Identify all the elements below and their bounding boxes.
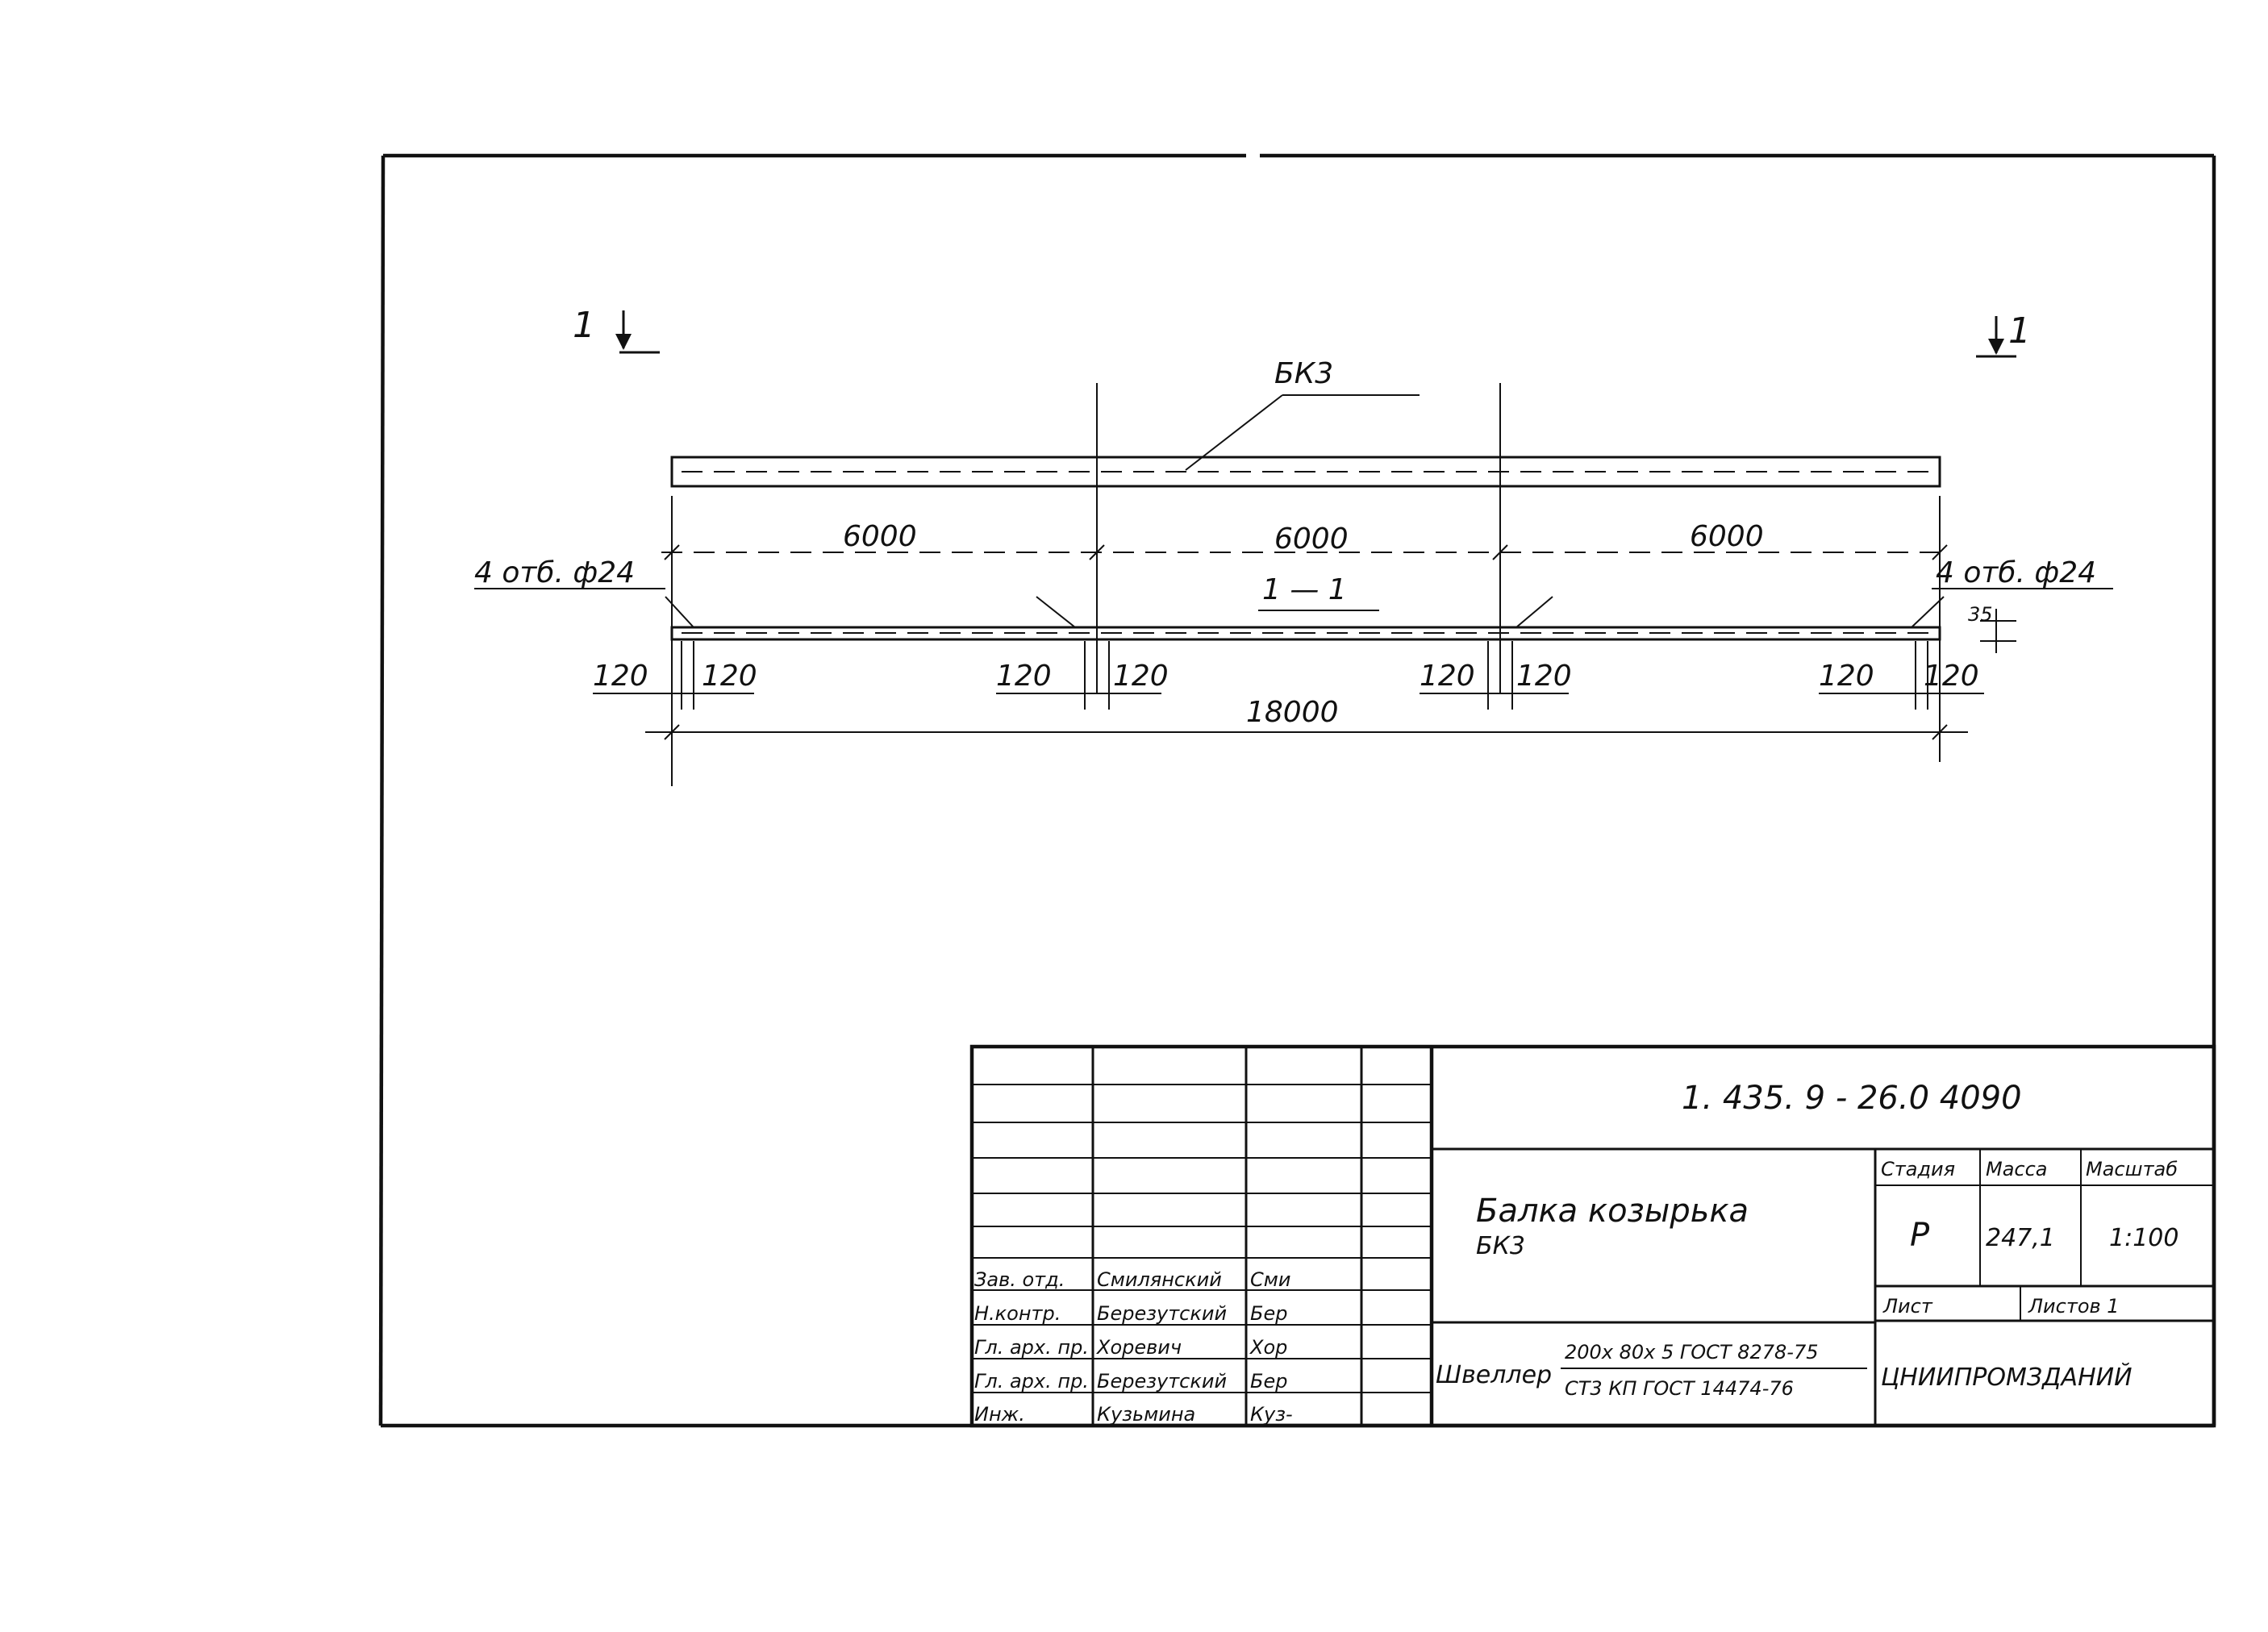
- offset-6: 120: [1516, 660, 1572, 693]
- span-1: 6000: [843, 520, 917, 553]
- header-scale: Масштаб: [2086, 1158, 2178, 1180]
- signature-3: Хор: [1249, 1336, 1287, 1359]
- span-dimensions: 6000 6000 6000: [661, 496, 1952, 786]
- drawing-title-line1: Балка козырька: [1476, 1193, 1749, 1230]
- hole-callouts: 4 отб. ф24 4 отб. ф24: [474, 556, 2113, 589]
- signature-5: Куз-: [1250, 1403, 1293, 1426]
- overall-length: 18000: [1246, 696, 1339, 729]
- sheet-label: Лист: [1882, 1295, 1933, 1318]
- overall-dimension: 18000: [645, 696, 1968, 740]
- role-1: Зав. отд.: [974, 1268, 1065, 1291]
- section-mark-left-label: 1: [573, 305, 595, 346]
- organization: ЦНИИПРОМЗДАНИЙ: [1881, 1363, 2133, 1392]
- name-2: Березутский: [1097, 1302, 1227, 1325]
- signature-2: Бер: [1250, 1302, 1287, 1325]
- header-mass: Масса: [1986, 1158, 2048, 1180]
- offset-1: 120: [593, 660, 648, 693]
- material-line2: СТ3 КП ГОСТ 14474-76: [1565, 1377, 1794, 1400]
- span-3: 6000: [1690, 520, 1764, 553]
- role-3: Гл. арх. пр.: [974, 1336, 1089, 1359]
- sheets-label: Листов 1: [2028, 1295, 2120, 1318]
- signature-4: Бер: [1250, 1370, 1287, 1393]
- offset-dimensions: 120 120 120 120 120 120 120 120: [593, 641, 1984, 710]
- section-1-1: 1 — 1 35: [665, 573, 2016, 653]
- holes-right: 4 отб. ф24: [1936, 556, 2096, 589]
- section-title: 1 — 1: [1262, 573, 1347, 606]
- header-stage: Стадия: [1881, 1158, 1955, 1180]
- role-4: Гл. арх. пр.: [974, 1370, 1089, 1393]
- offset-4: 120: [1113, 660, 1169, 693]
- beam-plan: БК3: [670, 357, 1941, 693]
- mass-value: 247,1: [1986, 1224, 2055, 1252]
- drawing-title-line2: БК3: [1476, 1232, 1525, 1260]
- section-mark-left: 1: [573, 305, 660, 354]
- offset-7: 120: [1819, 660, 1874, 693]
- name-4: Березутский: [1097, 1370, 1227, 1393]
- depth-dim: 35: [1968, 603, 1993, 626]
- span-2: 6000: [1274, 522, 1349, 556]
- name-3: Хоревич: [1095, 1336, 1182, 1359]
- name-1: Смилянский: [1097, 1268, 1222, 1291]
- material-label: Швеллер: [1436, 1361, 1552, 1389]
- holes-left: 4 отб. ф24: [474, 556, 635, 589]
- material-line1: 200х 80х 5 ГОСТ 8278-75: [1565, 1341, 1819, 1363]
- offset-5: 120: [1420, 660, 1475, 693]
- beam-label: БК3: [1274, 357, 1333, 390]
- section-mark-right-label: 1: [2008, 310, 2031, 352]
- scale-value: 1:100: [2109, 1224, 2178, 1252]
- stage-value: Р: [1910, 1217, 1930, 1254]
- section-mark-right: 1: [1976, 310, 2031, 358]
- title-block: 1. 435. 9 - 26.0 4090 Балка козырька БК3…: [969, 1044, 2216, 1428]
- document-code: 1. 435. 9 - 26.0 4090: [1682, 1080, 2022, 1117]
- name-5: Кузьмина: [1097, 1403, 1195, 1426]
- offset-8: 120: [1924, 660, 1979, 693]
- role-2: Н.контр.: [974, 1302, 1061, 1325]
- role-5: Инж.: [974, 1403, 1025, 1426]
- drawing-frame: [378, 153, 2216, 1428]
- offset-3: 120: [996, 660, 1052, 693]
- offset-2: 120: [702, 660, 757, 693]
- signature-1: Сми: [1250, 1268, 1290, 1291]
